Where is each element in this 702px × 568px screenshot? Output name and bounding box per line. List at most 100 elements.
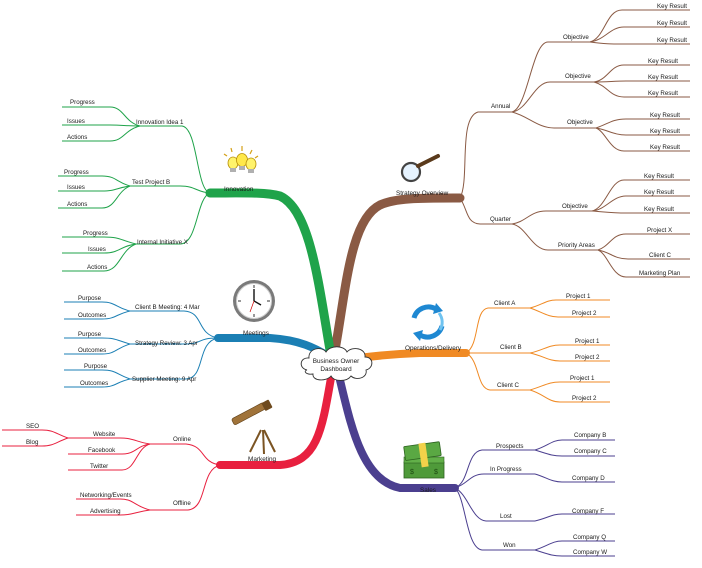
meeting-label: Supplier Meeting: 9 Apr: [132, 376, 196, 383]
strategy-branch: [459, 9, 690, 278]
sales-stage-label: Lost: [500, 513, 512, 520]
branch-line-strategy: [330, 193, 465, 355]
project-label: Project 1: [575, 338, 600, 345]
key-result-label: Key Result: [648, 74, 678, 81]
progress-label: Progress: [70, 99, 95, 106]
innovation-labels: Innovation Innovation Idea 1 Test Projec…: [64, 99, 254, 271]
project-label: Project 1: [566, 293, 591, 300]
money-stack-icon: $ $: [403, 441, 445, 479]
priority-areas-label: Priority Areas: [558, 242, 595, 249]
meetings-branch: [64, 301, 219, 388]
sales-stage-label: Won: [503, 542, 516, 549]
client-label: Client C: [497, 382, 520, 389]
actions-label: Actions: [67, 134, 87, 141]
actions-label: Actions: [67, 201, 87, 208]
innovation-item-label: Internal Initiative X: [137, 239, 188, 246]
outcomes-label: Outcomes: [78, 347, 106, 354]
strategy-labels: Strategy Overview Annual Quarter Objecti…: [396, 3, 687, 277]
objective-label: Objective: [565, 73, 591, 80]
outcomes-label: Outcomes: [78, 312, 106, 319]
key-result-label: Key Result: [657, 20, 687, 27]
annual-label: Annual: [491, 103, 510, 110]
branch-label-marketing: Marketing: [248, 456, 277, 463]
key-result-label: Key Result: [657, 37, 687, 44]
meetings-labels: Meetings Client B Meeting: 4 Mar Strateg…: [78, 295, 269, 387]
outcomes-label: Outcomes: [80, 380, 108, 387]
company-label: Company Q: [573, 534, 606, 541]
innovation-branch: [58, 106, 211, 272]
light-bulbs-icon: [223, 146, 259, 173]
center-title-line2: Dashboard: [320, 366, 352, 373]
company-label: Company C: [574, 448, 607, 455]
branch-label-sales: Sales: [420, 487, 436, 494]
key-result-label: Key Result: [648, 90, 678, 97]
center-title-line1: Business Owner: [313, 358, 360, 365]
sales-labels: Sales Prospects In Progress Lost Won Com…: [420, 432, 607, 556]
client-label: Client B: [500, 344, 522, 351]
center-cloud: [300, 346, 373, 381]
key-result-label: Key Result: [644, 173, 674, 180]
networking-label: Networking/Events: [80, 492, 132, 499]
sales-branch: [454, 439, 615, 557]
innovation-item-label: Innovation Idea 1: [136, 119, 184, 126]
progress-label: Progress: [64, 169, 89, 176]
magnifying-glass-icon: [400, 154, 440, 183]
branch-line-sales: [334, 368, 459, 492]
sales-stage-label: In Progress: [490, 466, 522, 473]
meeting-label: Strategy Review: 3 Apr: [135, 340, 198, 347]
key-result-label: Key Result: [650, 128, 680, 135]
clock-icon: [233, 280, 275, 322]
company-label: Company F: [572, 508, 604, 515]
priority-item-label: Client C: [649, 252, 672, 259]
branch-label-operations: Operations/Delivery: [405, 345, 462, 352]
operations-branch: [465, 299, 610, 403]
branch-label-meetings: Meetings: [243, 330, 269, 337]
company-label: Company B: [574, 432, 606, 439]
quarter-label: Quarter: [490, 216, 511, 223]
telescope-icon: [231, 399, 276, 455]
recycle-arrows-icon: [411, 303, 445, 341]
key-result-label: Key Result: [657, 3, 687, 10]
purpose-label: Purpose: [78, 331, 102, 338]
seo-label: SEO: [26, 423, 39, 430]
operations-labels: Operations/Delivery Client A Client B Cl…: [405, 293, 600, 402]
branch-label-strategy: Strategy Overview: [396, 190, 449, 197]
blog-label: Blog: [26, 439, 39, 446]
meeting-label: Client B Meeting: 4 Mar: [135, 304, 200, 311]
project-label: Project 2: [572, 310, 597, 317]
purpose-label: Purpose: [78, 295, 102, 302]
project-label: Project 1: [570, 375, 595, 382]
sales-stage-label: Prospects: [496, 443, 524, 450]
key-result-label: Key Result: [644, 206, 674, 213]
center-node[interactable]: Business Owner Dashboard: [300, 346, 373, 381]
svg-text:$: $: [434, 469, 438, 476]
priority-item-label: Marketing Plan: [639, 270, 681, 277]
project-label: Project 2: [575, 354, 600, 361]
facebook-label: Facebook: [88, 447, 116, 454]
actions-label: Actions: [87, 264, 107, 271]
branch-line-innovation: [205, 188, 335, 355]
company-label: Company W: [573, 549, 607, 556]
svg-text:$: $: [410, 469, 414, 476]
advertising-label: Advertising: [90, 508, 121, 515]
website-label: Website: [93, 431, 116, 438]
issues-label: Issues: [67, 118, 85, 125]
innovation-item-label: Test Project B: [132, 179, 170, 186]
key-result-label: Key Result: [644, 189, 674, 196]
branch-line-marketing: [216, 368, 336, 469]
offline-label: Offline: [173, 500, 191, 507]
purpose-label: Purpose: [84, 363, 108, 370]
key-result-label: Key Result: [650, 112, 680, 119]
issues-label: Issues: [88, 246, 106, 253]
company-label: Company D: [572, 475, 605, 482]
progress-label: Progress: [83, 230, 108, 237]
project-label: Project 2: [572, 395, 597, 402]
online-label: Online: [173, 436, 191, 443]
marketing-labels: Marketing Online Offline Website SEO Blo…: [26, 423, 277, 515]
issues-label: Issues: [67, 184, 85, 191]
client-label: Client A: [494, 300, 516, 307]
key-result-label: Key Result: [648, 58, 678, 65]
branch-label-innovation: Innovation: [224, 186, 254, 193]
